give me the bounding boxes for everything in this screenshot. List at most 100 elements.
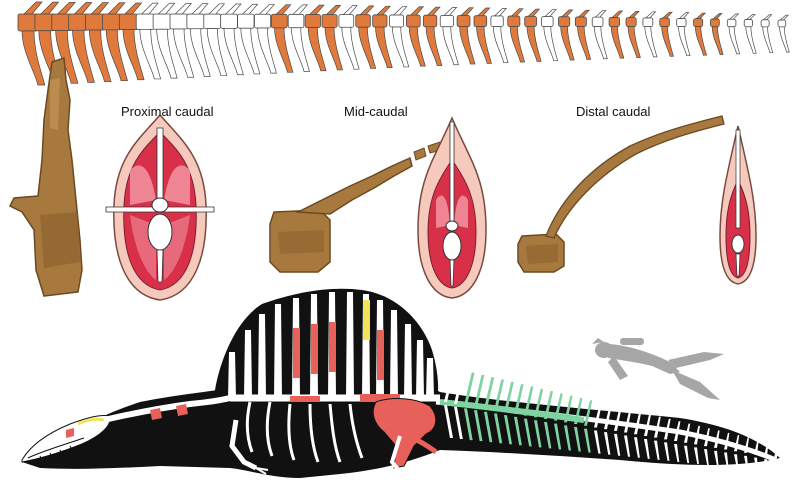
- tail-neural-spine: [664, 418, 671, 440]
- tail-vertebra: [642, 11, 658, 58]
- tail-vertebra: [422, 6, 443, 66]
- tail-neural-spine: [534, 388, 544, 418]
- tail-chevron: [604, 432, 611, 455]
- preserved-bone-fragment: [311, 324, 318, 374]
- tail-neural-spine: [454, 370, 465, 404]
- tail-neural-spine: [474, 374, 485, 408]
- sail-spine: [228, 352, 236, 398]
- preserved-bone-fragment: [329, 322, 336, 372]
- sail-spine: [258, 314, 266, 398]
- tail-chevron: [534, 420, 542, 448]
- tail-chevron: [484, 411, 493, 443]
- tail-vertebra: [473, 7, 492, 64]
- mid-caudal-fossil-photo: [269, 141, 442, 273]
- tail-chevron: [674, 444, 680, 462]
- tail-vertebra: [507, 8, 526, 63]
- tail-chevron: [454, 406, 463, 440]
- tail-neural-spine: [734, 435, 740, 452]
- preserved-bone-fragment: [363, 300, 370, 340]
- sail-spine: [346, 292, 354, 398]
- tail-chevron: [524, 418, 532, 447]
- tail-vertebra: [68, 2, 95, 83]
- tail-chevron: [744, 455, 749, 470]
- tail-chevron: [444, 405, 453, 438]
- proximal-caudal-fossil-photo: [8, 56, 83, 297]
- tail-chevron: [774, 461, 778, 473]
- tail-neural-spine: [754, 439, 759, 455]
- diver-icon: [592, 338, 724, 400]
- tail-vertebra: [406, 6, 426, 67]
- sail-spine: [426, 358, 434, 398]
- tail-vertebra: [608, 10, 625, 59]
- tail-chevron: [704, 449, 709, 466]
- tail-chevron: [464, 408, 473, 441]
- tail-vertebra: [355, 5, 377, 69]
- mid-caudal-cross-section: [417, 116, 487, 299]
- tail-vertebra: [389, 6, 410, 68]
- tail-chevron: [614, 433, 621, 456]
- distal-caudal-label: Distal caudal: [576, 104, 651, 119]
- sail-spine: [416, 340, 424, 398]
- tail-neural-spine: [494, 379, 504, 411]
- tail-chevron: [504, 415, 513, 445]
- tail-vertebra: [760, 14, 774, 54]
- proximal-caudal-cross-section: [105, 113, 215, 301]
- tail-chevron: [644, 438, 650, 459]
- tail-neural-spine: [544, 391, 553, 419]
- tail-vertebra: [439, 7, 459, 66]
- tail-vertebra: [693, 12, 707, 56]
- tail-chevron: [754, 457, 758, 471]
- tail-chevron: [564, 425, 572, 451]
- tail-neural-spine: [464, 372, 475, 406]
- tail-vertebra: [186, 3, 211, 77]
- tail-chevron: [634, 437, 640, 458]
- tail-neural-spine: [604, 405, 612, 430]
- tail-neural-spine: [724, 432, 730, 450]
- tail-chevrons-and-spines: [444, 368, 779, 473]
- tail-vertebra: [51, 1, 79, 84]
- tail-chevron: [594, 430, 601, 454]
- tail-neural-spine: [714, 430, 720, 448]
- tail-vertebra: [270, 4, 294, 73]
- tail-neural-spine: [644, 414, 651, 436]
- tail-chevron: [664, 442, 670, 461]
- tail-vertebra: [625, 11, 641, 58]
- tail-neural-spine: [594, 402, 602, 428]
- preserved-bone-fragment: [377, 330, 384, 380]
- tail-vertebra: [676, 12, 691, 57]
- tail-chevron: [624, 435, 631, 457]
- tail-vertebra: [118, 2, 145, 81]
- tail-chevron: [764, 459, 768, 472]
- tail-chevron: [734, 454, 739, 469]
- tail-chevron: [684, 445, 690, 464]
- tail-neural-spine: [444, 368, 455, 402]
- tail-chevron: [654, 440, 660, 460]
- distal-caudal-fossil-photo: [517, 115, 725, 273]
- distal-caudal-cross-section: [719, 125, 757, 285]
- tail-neural-spine: [584, 400, 593, 426]
- tail-vertebra: [524, 8, 542, 62]
- sail-neural-spines: [228, 292, 434, 398]
- tail-vertebra: [372, 5, 393, 69]
- tail-chevron: [554, 423, 562, 450]
- skeletal-reconstruction: [21, 288, 780, 478]
- tail-vertebra: [220, 3, 244, 76]
- tail-chevron: [714, 450, 719, 467]
- tail-vertebra: [169, 3, 195, 78]
- tail-vertebra: [591, 10, 608, 60]
- proximal-caudal-label: Proximal caudal: [121, 104, 214, 119]
- tail-chevron: [494, 413, 503, 444]
- tail-neural-spine: [694, 425, 700, 445]
- mid-caudal-label: Mid-caudal: [344, 104, 408, 119]
- tail-vertebra: [152, 2, 178, 79]
- sail-spine: [390, 310, 398, 398]
- tail-neural-spine: [504, 381, 514, 413]
- tail-chevron: [544, 421, 552, 449]
- tail-vertebra: [456, 7, 476, 65]
- tail-vertebra: [237, 3, 261, 75]
- tail-vertebra: [321, 5, 344, 71]
- tail-neural-spine: [574, 398, 583, 425]
- tail-neural-spine: [654, 416, 661, 438]
- tail-vertebra: [17, 1, 46, 86]
